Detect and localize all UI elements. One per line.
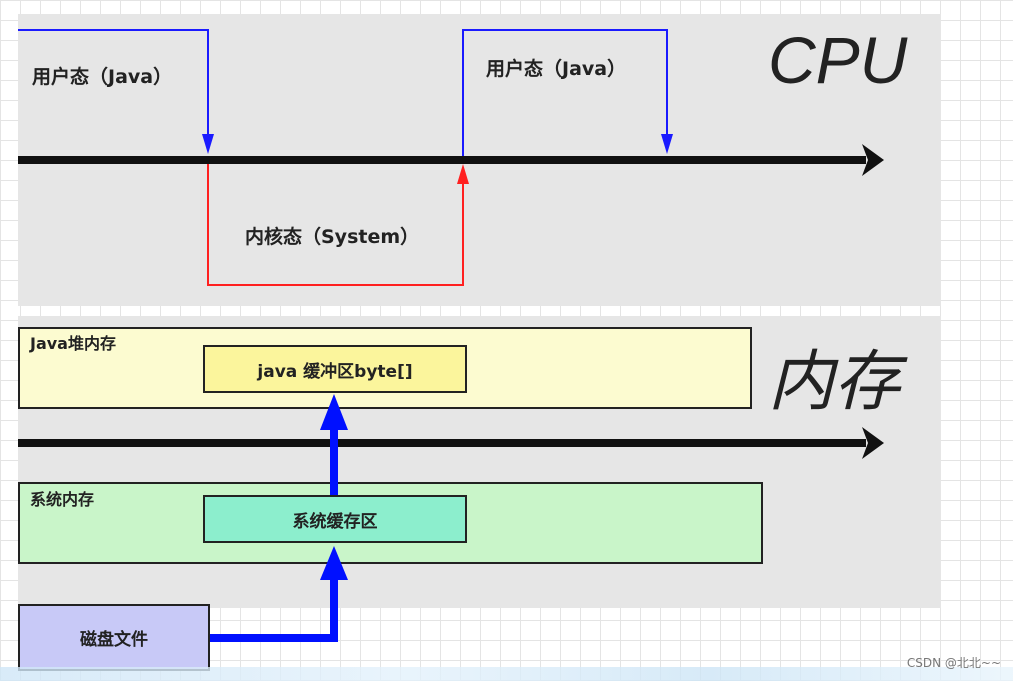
system-memory-label: 系统内存 bbox=[30, 490, 95, 509]
bottom-decoration bbox=[0, 667, 1013, 681]
kernel-mode-path bbox=[207, 164, 469, 286]
cpu-timeline-arrow bbox=[18, 144, 884, 176]
memory-title: 内存 bbox=[768, 343, 900, 420]
java-buffer-box: java 缓冲区byte[] bbox=[203, 345, 467, 393]
kernel-mode-label: 内核态（System） bbox=[245, 226, 420, 248]
user-mode-label-1: 用户态（Java） bbox=[32, 66, 173, 88]
disk-file-box: 磁盘文件 bbox=[18, 604, 210, 671]
watermark: CSDN @北北~~ bbox=[906, 656, 1001, 670]
user-mode-path-2 bbox=[462, 29, 673, 156]
user-mode-label-2: 用户态（Java） bbox=[486, 58, 627, 80]
user-mode-path-1 bbox=[18, 29, 214, 154]
memory-timeline-arrow bbox=[18, 427, 884, 459]
data-flow-arrows bbox=[210, 394, 348, 642]
java-heap-box bbox=[18, 327, 752, 409]
system-cache-box: 系统缓存区 bbox=[203, 495, 467, 543]
cpu-title: CPU bbox=[768, 23, 908, 97]
java-heap-label: Java堆内存 bbox=[30, 334, 116, 353]
